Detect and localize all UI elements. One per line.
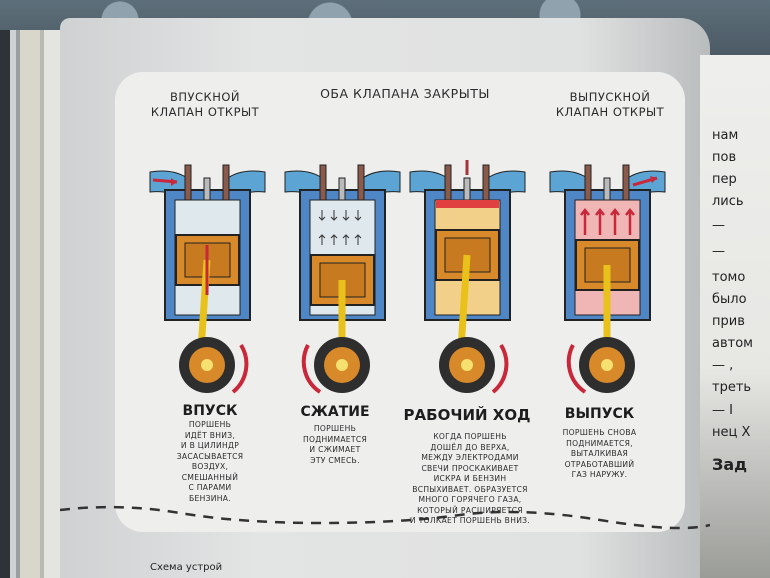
right-page-text-line: лись [712, 194, 744, 209]
rotation-arrow-icon [231, 343, 249, 394]
both-closed-label: ОБА КЛАПАНА ЗАКРЫТЫ [320, 86, 490, 101]
right-page-text-line: томо [712, 270, 746, 285]
right-page-text-line: нец Х [712, 425, 751, 440]
right-page-text-line: автом [712, 336, 753, 351]
stage-title-compression: СЖАТИЕ [300, 404, 370, 420]
engine-diagram-compression [284, 164, 401, 394]
stage-text-compression: ПОРШЕНЬ ПОДНИМАЕТСЯ И СЖИМАЕТ ЭТУ СМЕСЬ. [302, 424, 368, 465]
right-page-text-line: треть [712, 380, 752, 395]
rotation-arrow-icon [566, 344, 587, 394]
stage-text-intake: ПОРШЕНЬ ИДЁТ ВНИЗ, И В ЦИЛИНДР ЗАСАСЫВАЕ… [176, 420, 244, 503]
right-page-text-line: Зад [712, 455, 748, 474]
stage-title-intake: ВПУСК [182, 403, 238, 419]
compression-arrow-icon [342, 210, 350, 245]
stage-text-exhaust: ПОРШЕНЬ СНОВА ПОДНИМАЕТСЯ, ВЫТАЛКИВАЯ ОТ… [562, 428, 637, 479]
intake-valve-label: ВПУСКНОЙ КЛАПАН ОТКРЫТ [150, 90, 260, 119]
engine-diagram-power [409, 160, 526, 394]
dashed-divider [60, 505, 710, 530]
engine-diagram-intake [149, 164, 266, 394]
rotation-arrow-icon [491, 343, 509, 394]
stage-title-power: РАБОЧИЙ ХОД [403, 406, 531, 424]
right-page-text-line: нам [712, 128, 739, 143]
spark-icon [465, 160, 469, 175]
stage-title-exhaust: ВЫПУСК [564, 406, 635, 422]
right-page-text-line: — [712, 244, 725, 259]
rotation-arrow-icon [301, 344, 322, 394]
right-page-text-line: — [712, 218, 725, 233]
engine-diagram-exhaust [549, 164, 666, 394]
right-page-text-line: — I [712, 403, 733, 418]
right-page-text-line: пер [712, 172, 737, 187]
exhaust-arrow-icon [625, 207, 635, 235]
right-page-text-line: было [712, 292, 747, 307]
stage-text-power: КОГДА ПОРШЕНЬ ДОШЁЛ ДО ВЕРХА, МЕЖДУ ЭЛЕК… [409, 432, 531, 525]
exhaust-arrow-icon [610, 207, 620, 235]
compression-arrow-icon [354, 210, 362, 245]
right-page-text-line: пов [712, 150, 737, 165]
right-page-text-line: прив [712, 314, 745, 329]
right-book-page [700, 55, 770, 578]
compression-arrow-icon [330, 210, 338, 245]
exhaust-valve-label: ВЫПУСКНОЙ КЛАПАН ОТКРЫТ [555, 90, 665, 119]
page-caption: Схема устрой [150, 562, 223, 573]
right-page-text-line: — , [712, 358, 734, 373]
exhaust-arrow-icon [595, 207, 605, 235]
page-stack-edge [0, 30, 70, 578]
compression-arrow-icon [318, 210, 326, 245]
exhaust-arrow-icon [580, 207, 590, 235]
